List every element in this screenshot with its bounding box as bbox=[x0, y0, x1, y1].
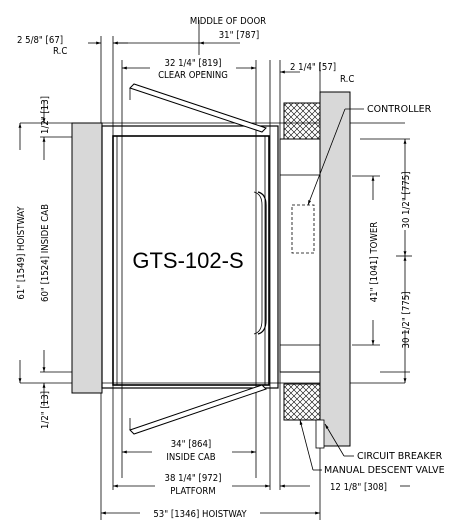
rc-left-label: R.C bbox=[53, 46, 67, 57]
hoistway-width: 53" [1346] HOISTWAY bbox=[153, 509, 247, 520]
controller-box bbox=[291, 204, 315, 254]
cab-outline bbox=[101, 125, 279, 389]
tower-lower: 30 1/2" [775] bbox=[401, 292, 412, 349]
rc-left-value: 2 5/8" [67] bbox=[17, 35, 63, 46]
door-upper bbox=[129, 83, 267, 133]
bottom-gap: 1/2" [13] bbox=[40, 391, 51, 429]
manual-descent-valve-callout: MANUAL DESCENT VALVE bbox=[324, 465, 445, 476]
model-label: GTS-102-S bbox=[132, 248, 243, 273]
rc-right-value: 2 1/4" [57] bbox=[290, 62, 336, 73]
clear-opening-label: CLEAR OPENING bbox=[158, 70, 228, 81]
middle-of-door-label: MIDDLE OF DOOR bbox=[190, 16, 266, 27]
tower-upper: 30 1/2" [775] bbox=[401, 172, 412, 229]
inside-cab-width-value: 34" [864] bbox=[171, 439, 212, 450]
descent-valve-box bbox=[315, 419, 325, 449]
rc-right-label: R.C bbox=[340, 74, 354, 85]
circuit-breaker-callout: CIRCUIT BREAKER bbox=[357, 451, 443, 462]
hoistway-depth: 61" [1549] HOISTWAY bbox=[16, 206, 27, 300]
controller-callout: CONTROLLER bbox=[367, 104, 432, 115]
cab-inner bbox=[112, 135, 270, 386]
clear-opening-value: 32 1/4" [819] bbox=[165, 58, 222, 69]
cab-left-wall bbox=[71, 122, 103, 394]
handrail bbox=[257, 191, 267, 335]
tower-column bbox=[319, 91, 351, 447]
middle-of-door-value: 31" [787] bbox=[219, 30, 260, 41]
inside-cab-width-label: INSIDE CAB bbox=[166, 452, 215, 463]
tower-body bbox=[279, 138, 321, 373]
right-offset: 12 1/8" [308] bbox=[330, 482, 387, 493]
hatch-block-bottom bbox=[283, 383, 321, 421]
platform-label: PLATFORM bbox=[170, 486, 215, 497]
door-lower bbox=[129, 384, 267, 435]
platform-value: 38 1/4" [972] bbox=[165, 473, 222, 484]
tower-dimension: 41" [1041] TOWER bbox=[369, 222, 380, 302]
inside-cab-depth: 60" [1524] INSIDE CAB bbox=[40, 204, 51, 302]
top-gap: 1/2" [13] bbox=[40, 96, 51, 134]
hatch-block-top bbox=[283, 102, 321, 140]
